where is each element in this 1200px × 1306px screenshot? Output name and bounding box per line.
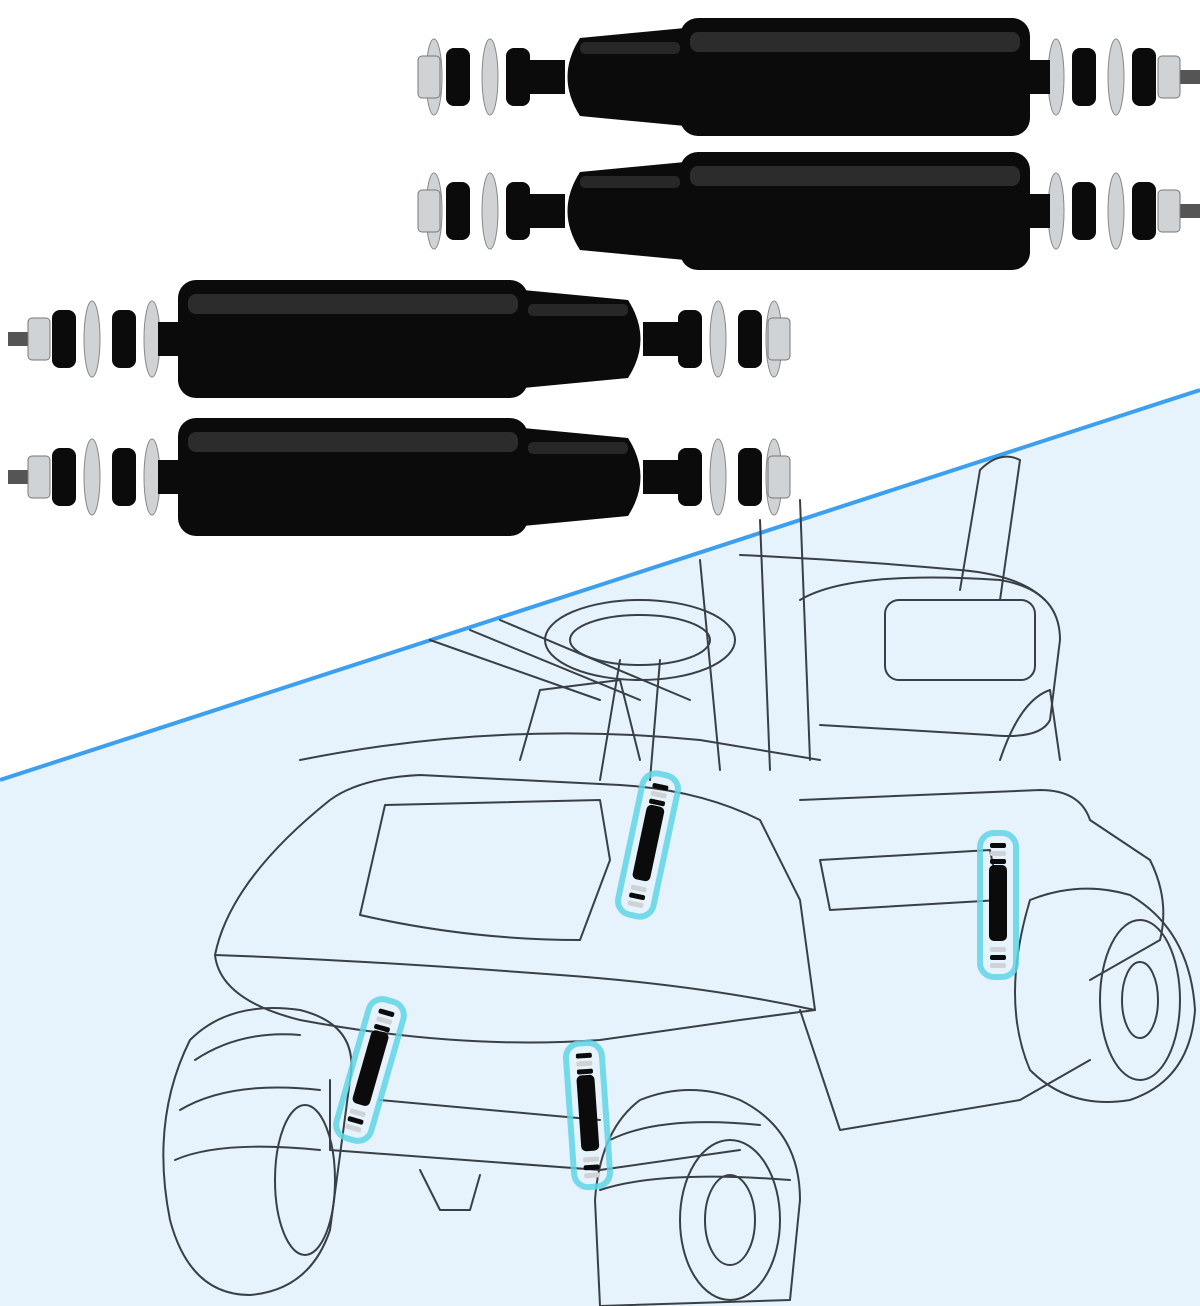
bushing xyxy=(990,843,1006,848)
bushing xyxy=(349,1108,366,1117)
rubber-bushing xyxy=(112,310,136,368)
washer xyxy=(1107,38,1125,116)
body-highlight xyxy=(188,432,518,452)
rubber-bushing xyxy=(52,310,76,368)
bushing xyxy=(652,783,669,791)
rubber-bushing xyxy=(1132,182,1156,240)
rubber-bushing xyxy=(738,310,762,368)
body-highlight xyxy=(690,32,1020,52)
hex-nut xyxy=(27,455,51,499)
bolt-stud xyxy=(8,470,28,484)
installed-shock xyxy=(977,830,1019,980)
washer xyxy=(1047,172,1065,250)
bushing xyxy=(575,1052,592,1059)
sleeve-highlight xyxy=(580,42,680,54)
installed-shock-group xyxy=(333,770,1019,1191)
bolt-stud xyxy=(8,332,28,346)
bushing xyxy=(376,1016,393,1025)
hex-nut xyxy=(1157,55,1181,99)
shock-body xyxy=(632,804,665,882)
bushing xyxy=(576,1060,593,1067)
washer xyxy=(83,300,101,378)
rubber-bushing xyxy=(738,448,762,506)
highlight-glow xyxy=(562,1039,614,1191)
bushing xyxy=(629,892,646,901)
bushing xyxy=(347,1116,364,1125)
shock-body xyxy=(352,1030,389,1106)
bushing xyxy=(650,790,667,799)
washer xyxy=(1107,172,1125,250)
bushing xyxy=(378,1008,395,1017)
washer xyxy=(143,300,161,378)
rubber-bushing xyxy=(678,310,702,368)
rubber-bushing xyxy=(112,448,136,506)
piston-rod xyxy=(643,460,683,494)
shock-absorber xyxy=(417,152,1200,270)
hex-nut xyxy=(417,55,441,99)
washer xyxy=(709,438,727,516)
highlight-glow xyxy=(333,996,407,1144)
hex-nut xyxy=(417,189,441,233)
bolt-stud xyxy=(1180,204,1200,218)
installed-shock xyxy=(333,996,407,1144)
bushing xyxy=(990,851,1006,856)
rubber-bushing xyxy=(446,48,470,106)
installed-shock xyxy=(615,770,681,920)
shock-body xyxy=(989,865,1007,941)
shock-absorber-group xyxy=(8,18,1200,536)
body-highlight xyxy=(690,166,1020,186)
shock-body xyxy=(576,1074,600,1152)
piston-rod xyxy=(525,60,565,94)
bushing xyxy=(990,859,1006,864)
bushing xyxy=(583,1164,600,1171)
bushing xyxy=(990,955,1006,960)
rubber-bushing xyxy=(1072,182,1096,240)
body-highlight xyxy=(188,294,518,314)
rubber-bushing xyxy=(506,182,530,240)
highlight-glow xyxy=(615,770,681,920)
shock-absorber xyxy=(417,18,1200,136)
bushing xyxy=(583,1156,600,1163)
sleeve-highlight xyxy=(528,304,628,316)
bolt-stud xyxy=(1180,70,1200,84)
shock-absorber xyxy=(8,418,791,536)
bushing xyxy=(374,1024,390,1033)
rubber-bushing xyxy=(1072,48,1096,106)
rubber-bushing xyxy=(52,448,76,506)
hex-nut xyxy=(27,317,51,361)
diagonal-divider xyxy=(0,388,1200,782)
washer xyxy=(481,38,499,116)
piston-rod xyxy=(525,194,565,228)
piston-rod xyxy=(643,322,683,356)
diagram-panel xyxy=(0,390,1200,1306)
rubber-bushing xyxy=(506,48,530,106)
washer xyxy=(83,438,101,516)
bushing xyxy=(627,900,644,908)
bushing xyxy=(990,963,1006,968)
bushing xyxy=(576,1068,593,1075)
hex-nut xyxy=(767,317,791,361)
washer xyxy=(1047,38,1065,116)
installed-shock xyxy=(562,1039,614,1191)
sleeve-highlight xyxy=(528,442,628,454)
washer xyxy=(709,300,727,378)
washer xyxy=(481,172,499,250)
washer xyxy=(143,438,161,516)
rubber-bushing xyxy=(1132,48,1156,106)
bushing xyxy=(584,1172,601,1179)
bushing xyxy=(345,1124,362,1133)
rubber-bushing xyxy=(446,182,470,240)
sleeve-highlight xyxy=(580,176,680,188)
bushing xyxy=(649,798,666,807)
hex-nut xyxy=(1157,189,1181,233)
highlight-glow xyxy=(977,830,1019,980)
hex-nut xyxy=(767,455,791,499)
rubber-bushing xyxy=(678,448,702,506)
bushing xyxy=(990,947,1006,952)
shock-absorber xyxy=(8,280,791,398)
bushing xyxy=(630,884,647,893)
